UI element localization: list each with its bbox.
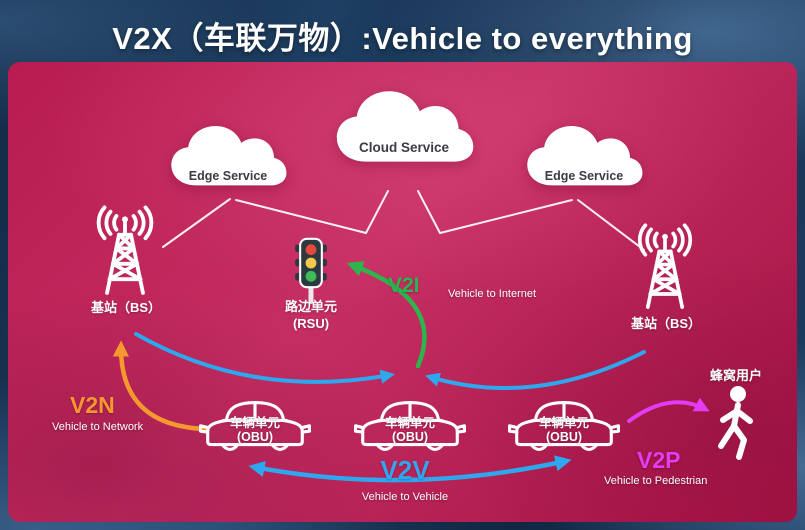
cloud-icon (527, 126, 643, 186)
obu-abbr: (OBU) (391, 430, 429, 445)
edge-service-left-node: Edge Service (166, 118, 290, 196)
v2p-desc: Vehicle to Pedestrian (604, 475, 708, 487)
cloud-icon (336, 91, 474, 162)
v2n-desc: Vehicle to Network (52, 421, 144, 433)
base-station-right-icon (616, 222, 714, 312)
vehicle-node-1: 车辆单元 (OBU) (197, 392, 313, 456)
car-icon (508, 401, 620, 451)
edge-service-right-node: Edge Service (522, 118, 646, 196)
cloud-service-label: Cloud Service (358, 140, 450, 155)
v2n-label: V2N (70, 392, 115, 418)
pedestrian-label: 蜂窝用户 (709, 368, 762, 383)
rsu-abbr: (RSU) (292, 315, 330, 331)
base-station-left-label: 基站（BS） (90, 300, 162, 315)
pedestrian-icon (710, 384, 762, 462)
obu-abbr: (OBU) (545, 430, 583, 445)
obu-name: 车辆单元 (229, 416, 280, 430)
base-station-right-label: 基站（BS） (630, 316, 702, 331)
page-title: V2X（车联万物）:Vehicle to everything (112, 21, 693, 56)
v2v-desc: Vehicle to Vehicle (361, 491, 449, 503)
car-icon (354, 401, 466, 451)
v2i-label: V2I (388, 274, 420, 297)
rsu-name: 路边单元 (284, 299, 337, 314)
obu-label: 车辆单元 (OBU) (352, 416, 468, 445)
traffic-light-icon (291, 236, 331, 310)
v2p-label: V2P (637, 447, 681, 473)
obu-abbr: (OBU) (236, 430, 274, 445)
v2i-desc: Vehicle to Internet (448, 288, 537, 300)
vehicle-node-3: 车辆单元 (OBU) (506, 392, 622, 456)
vehicle-node-2: 车辆单元 (OBU) (352, 392, 468, 456)
edge-service-left-label: Edge Service (188, 169, 268, 183)
cloud-service-node: Cloud Service (330, 86, 478, 170)
obu-name: 车辆单元 (538, 416, 589, 430)
base-station-left-icon (76, 204, 174, 298)
edge-service-right-label: Edge Service (544, 169, 624, 183)
rsu-label: 路边单元 (RSU) (255, 299, 367, 333)
cloud-icon (171, 126, 287, 186)
v2v-label: V2V (380, 455, 430, 485)
obu-label: 车辆单元 (OBU) (197, 416, 313, 445)
obu-name: 车辆单元 (384, 416, 435, 430)
obu-label: 车辆单元 (OBU) (506, 416, 622, 445)
